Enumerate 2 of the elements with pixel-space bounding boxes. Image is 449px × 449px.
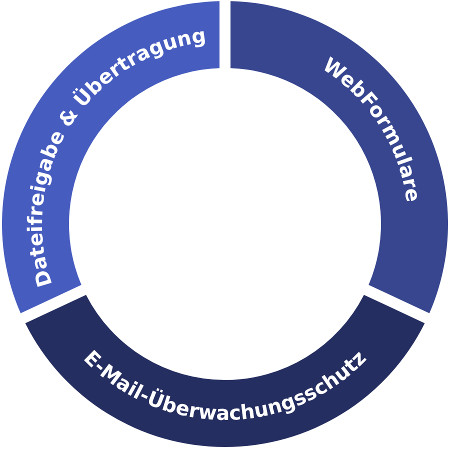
ring-segment: [2, 1, 220, 314]
ring-segment: [25, 294, 425, 447]
